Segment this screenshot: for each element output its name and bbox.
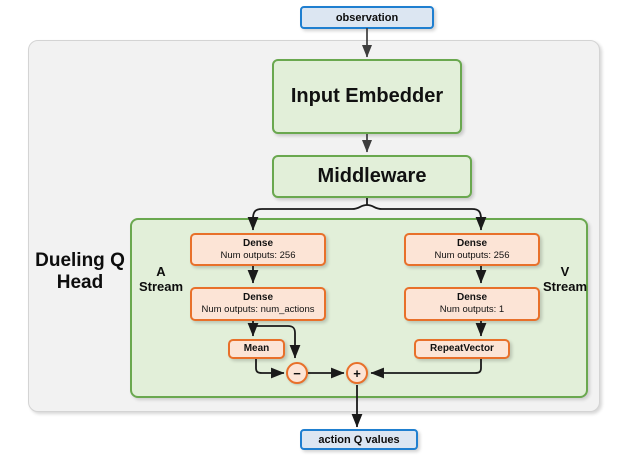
observation-node[interactable]: observation <box>300 6 434 29</box>
a-stream-label-line2: Stream <box>138 279 184 295</box>
mean-node[interactable]: Mean <box>228 339 285 359</box>
a-stream-label: A Stream <box>134 264 188 295</box>
action-q-values-label: action Q values <box>318 433 400 446</box>
a-stream-dense-num-actions-node[interactable]: Dense Num outputs: num_actions <box>190 287 326 321</box>
add-operator-node[interactable]: + <box>346 362 368 384</box>
a-stream-dense-256-node[interactable]: Dense Num outputs: 256 <box>190 233 326 266</box>
v-stream-label-line2: Stream <box>542 279 588 295</box>
action-q-values-node[interactable]: action Q values <box>300 429 418 450</box>
mean-label: Mean <box>243 343 270 354</box>
dueling-q-head-label-line2: Head <box>56 272 104 294</box>
a-stream-dense-num-actions-subtitle: Num outputs: num_actions <box>201 304 315 315</box>
a-stream-dense-256-subtitle: Num outputs: 256 <box>220 249 296 261</box>
a-stream-dense-num-actions-title: Dense <box>242 292 273 303</box>
v-stream-dense-1-title: Dense <box>456 292 487 303</box>
dueling-q-head-label-line1: Dueling Q <box>35 250 125 271</box>
input-embedder-label: Input Embedder <box>290 85 444 107</box>
v-stream-dense-1-subtitle: Num outputs: 1 <box>439 304 505 315</box>
dueling-q-head-label: Dueling Q Head <box>30 250 130 295</box>
repeatvector-label: RepeatVector <box>430 343 494 354</box>
add-operator-symbol: + <box>353 365 361 381</box>
v-stream-dense-256-title: Dense <box>456 237 487 249</box>
v-stream-label-line1: V <box>560 264 570 279</box>
a-stream-dense-256-title: Dense <box>242 237 273 249</box>
input-embedder-node[interactable]: Input Embedder <box>272 59 462 134</box>
v-stream-label: V Stream <box>538 264 592 295</box>
middleware-label: Middleware <box>317 165 427 187</box>
v-stream-dense-1-node[interactable]: Dense Num outputs: 1 <box>404 287 540 321</box>
middleware-node[interactable]: Middleware <box>272 155 472 198</box>
v-stream-dense-256-node[interactable]: Dense Num outputs: 256 <box>404 233 540 266</box>
v-stream-dense-256-subtitle: Num outputs: 256 <box>434 249 510 261</box>
observation-label: observation <box>335 11 399 24</box>
subtract-operator-symbol: − <box>293 365 301 381</box>
repeatvector-node[interactable]: RepeatVector <box>414 339 510 359</box>
subtract-operator-node[interactable]: − <box>286 362 308 384</box>
a-stream-label-line1: A <box>156 264 166 279</box>
